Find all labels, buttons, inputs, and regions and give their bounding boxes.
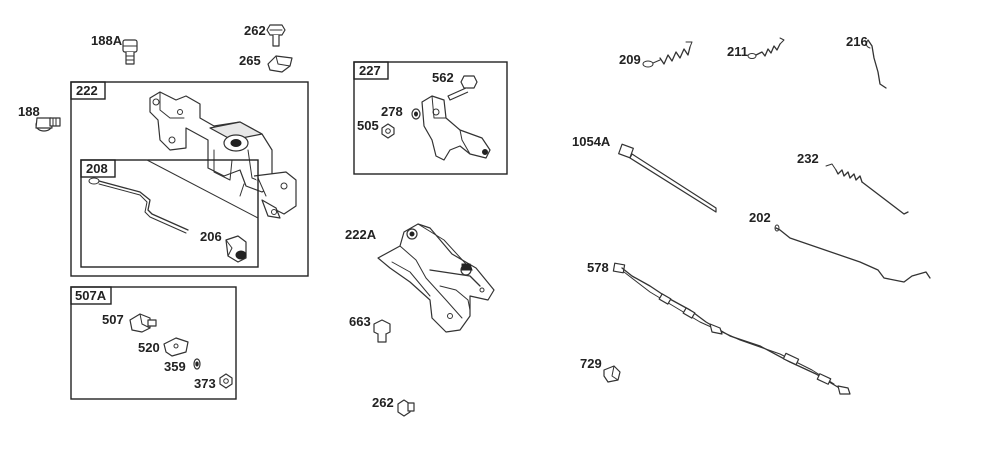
part-663-bolt	[373, 319, 391, 343]
label-206: 206	[200, 229, 222, 244]
label-211: 211	[727, 44, 748, 59]
label-505: 505	[357, 118, 379, 133]
part-507-bracket	[129, 313, 157, 333]
label-188: 188	[18, 104, 40, 119]
part-209-spring	[642, 41, 693, 68]
part-202-rod	[774, 224, 931, 283]
label-216: 216	[846, 34, 868, 49]
box-208	[80, 159, 259, 268]
label-578: 578	[587, 260, 609, 275]
part-520-plate	[163, 337, 189, 357]
box-label-222: 222	[76, 83, 98, 98]
label-562: 562	[432, 70, 454, 85]
part-505-nut	[381, 123, 395, 139]
part-188a-bolt	[122, 39, 138, 65]
part-216-bent-rod	[865, 39, 887, 89]
box-222	[70, 81, 309, 277]
part-208-link-rod	[88, 177, 189, 234]
part-1054a-cable-tie	[618, 143, 717, 213]
part-206-knob	[225, 235, 247, 263]
label-222a: 222A	[345, 227, 377, 242]
box-227-tag	[353, 61, 389, 80]
part-211-spring	[747, 37, 785, 59]
label-729: 729	[580, 356, 602, 371]
box-208-tag	[80, 159, 116, 178]
label-373: 373	[194, 376, 216, 391]
part-222a-control-plate	[377, 223, 495, 333]
label-232: 232	[797, 151, 819, 166]
label-520: 520	[138, 340, 160, 355]
label-265: 265	[239, 53, 261, 68]
label-663: 663	[349, 314, 371, 329]
part-729-clip	[603, 365, 621, 383]
label-262-bottom: 262	[372, 395, 394, 410]
label-1054a: 1054A	[572, 134, 611, 149]
box-222-tag	[70, 81, 106, 100]
label-209: 209	[619, 52, 641, 67]
part-232-spring	[825, 163, 909, 215]
label-359: 359	[164, 359, 186, 374]
part-262-screw-top	[266, 24, 286, 47]
part-359-washer	[193, 358, 201, 370]
leader-208	[146, 159, 259, 219]
part-373-nut	[219, 373, 233, 389]
label-278: 278	[381, 104, 403, 119]
part-278-washer	[411, 108, 421, 120]
box-label-227: 227	[359, 63, 381, 78]
part-265-clip	[267, 55, 293, 73]
part-222-control-bracket	[149, 91, 297, 219]
part-262-screw-bottom	[397, 399, 415, 417]
box-507a	[70, 286, 237, 400]
label-262-top: 262	[244, 23, 266, 38]
part-562-bolt	[447, 75, 478, 101]
part-188-bolt	[35, 117, 61, 132]
part-578-cable	[612, 262, 851, 395]
label-188a: 188A	[91, 33, 123, 48]
box-label-208: 208	[86, 161, 108, 176]
label-507: 507	[102, 312, 124, 327]
box-507a-tag	[70, 286, 112, 305]
part-227-lever-bracket	[421, 95, 491, 161]
box-label-507a: 507A	[75, 288, 107, 303]
label-202: 202	[749, 210, 771, 225]
box-227	[353, 61, 508, 175]
